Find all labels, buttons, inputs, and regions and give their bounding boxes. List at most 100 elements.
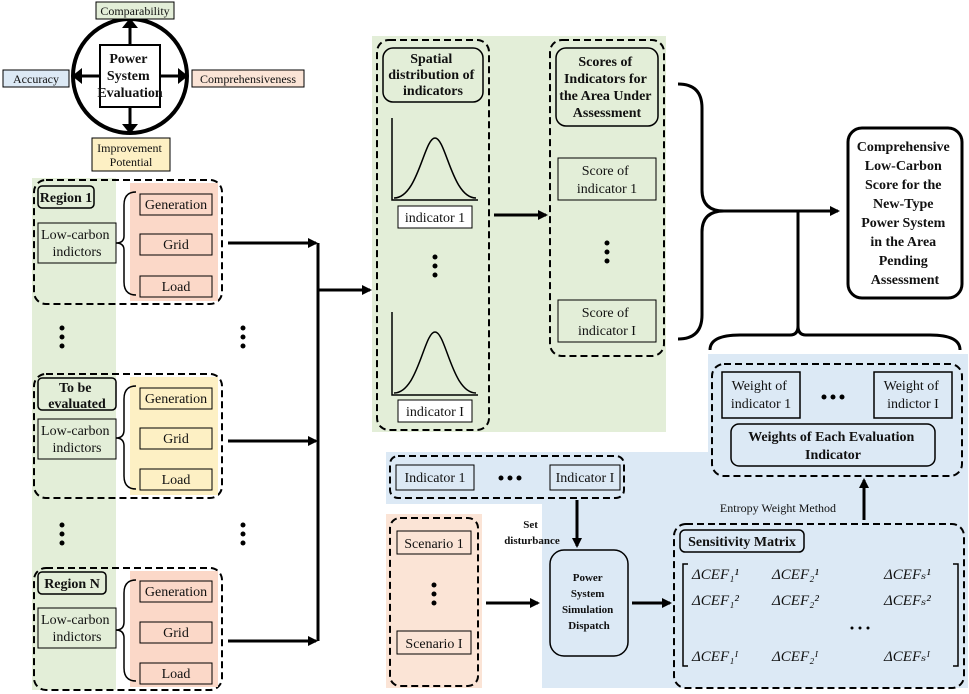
dispatch-2: System <box>571 588 605 600</box>
region-1-indicator-2: indictors <box>53 245 102 260</box>
svg-text:Low-carbon indictors: Low-carbon indictors <box>41 424 113 456</box>
result-6: in the Area <box>870 235 936 250</box>
region-n-title: Region N <box>44 577 100 592</box>
region-evaluated: To be evaluated Low-carbon indictors Gen… <box>33 373 223 499</box>
result-7: Pending <box>879 254 928 269</box>
compass-top: Comparability <box>100 4 169 18</box>
region-evaluated-indicator-1: Low-carbon <box>41 424 109 439</box>
region-1-item-2: Grid <box>163 238 189 253</box>
svg-text:Power System Evalu: Power System Evaluation <box>97 52 163 101</box>
region-n-indicator-2: indictors <box>53 630 102 645</box>
ellipsis-dots-left <box>59 325 246 546</box>
spatial-last: indicator I <box>406 405 464 420</box>
weights-title-1: Weights of Each Evaluation <box>748 430 914 445</box>
region-evaluated-indicator-2: indictors <box>53 441 102 456</box>
weight-first-1: Weight of <box>732 379 788 394</box>
score-last-1: Score of <box>582 306 629 321</box>
region-evaluated-item-2: Grid <box>163 432 189 447</box>
weight-first-2: indicator 1 <box>731 397 791 412</box>
result-1: Comprehensive <box>857 140 950 155</box>
score-first-2: indicator 1 <box>577 182 637 197</box>
region-n-indicator-1: Low-carbon <box>41 613 109 628</box>
scenario-column: Scenario 1 Scenario I <box>389 517 479 687</box>
region-evaluated-title-1: To be <box>59 381 92 396</box>
region-1-title: Region 1 <box>40 191 93 206</box>
compass-center-1: Power <box>109 52 147 67</box>
spatial-title-1: Spatial <box>410 52 452 67</box>
region-evaluated-item-3: Load <box>162 473 191 488</box>
svg-text:Low-carbon indictors: Low-carbon indictors <box>41 613 113 645</box>
scenario-first: Scenario 1 <box>404 537 463 552</box>
sensitivity-title: Sensitivity Matrix <box>688 535 796 550</box>
compass-bottom-2: Potential <box>110 155 153 169</box>
spatial-title-3: indicators <box>403 84 463 99</box>
scenario-last: Scenario I <box>405 637 462 652</box>
result-box: Comprehensive Low-Carbon Score for the N… <box>846 126 964 300</box>
svg-text:Spatial distribution of: Spatial distribution of indicators <box>388 52 477 99</box>
compass-bottom-1: Improvement <box>97 141 162 155</box>
dispatch-3: Simulation <box>562 604 613 616</box>
region-evaluated-title-2: evaluated <box>48 397 106 412</box>
scores-title-4: Assessment <box>573 106 642 121</box>
compass-center-3: Evaluation <box>97 86 163 101</box>
region-n: Region N Low-carbon indictors Generation… <box>33 567 223 691</box>
collector-arrows <box>228 238 372 646</box>
disturbance-label-1: Set <box>523 519 538 531</box>
svg-text:Weights of Each Evaluation: Weights of Each Evaluation Indicator <box>748 430 918 463</box>
matrix-cell-3-1: ΔCEF₁ᴵ <box>691 649 738 665</box>
matrix-cell-1-3: ΔCEFₛ¹ <box>883 567 931 583</box>
score-first-1: Score of <box>582 164 629 179</box>
svg-text:Score of indicator I: Score of indicator I <box>578 306 636 339</box>
region-evaluated-item-1: Generation <box>145 392 207 407</box>
region-1-item-1: Generation <box>145 198 207 213</box>
matrix-cell-2-3: ΔCEFₛ² <box>883 593 931 609</box>
spatial-first: indicator 1 <box>405 211 465 226</box>
disturbance-label-2: disturbance <box>504 535 560 547</box>
svg-text:Power System Simul: Power System Simulation Dispatch <box>562 572 616 632</box>
svg-text:Scores of Indicators for: Scores of Indicators for the Area Under … <box>559 55 655 121</box>
svg-text:Improvement Potential: Improvement Potential <box>97 141 165 169</box>
matrix-cell-1-2: ΔCEF₂¹ <box>771 567 819 583</box>
weight-last-2: indictor I <box>887 397 939 412</box>
score-last-2: indicator I <box>578 324 636 339</box>
result-5: Power System <box>861 216 945 231</box>
compass-right: Comprehensiveness <box>200 72 296 86</box>
svg-text:Low-carbon indictors: Low-carbon indictors <box>41 228 113 260</box>
dispatch-box: Power System Simulation Dispatch <box>549 549 629 657</box>
indicator-row: Indicator 1 Indicator I <box>389 455 625 499</box>
spatial-title-2: distribution of <box>388 68 474 83</box>
evaluation-compass: Power System Evaluation Comparability Ac… <box>2 1 305 172</box>
dispatch-4: Dispatch <box>568 620 610 632</box>
matrix-cell-2-1: ΔCEF₁² <box>691 593 739 609</box>
dispatch-1: Power <box>573 572 603 584</box>
scores-title-2: Indicators for <box>564 72 647 87</box>
svg-text:Weight of indictor I: Weight of indictor I <box>884 379 943 412</box>
spatial-column: Spatial distribution of indicators indic… <box>376 39 490 431</box>
svg-text:Comprehensive Low-Carbon: Comprehensive Low-Carbon Score for the N… <box>857 140 954 288</box>
result-3: Score for the <box>865 178 941 193</box>
result-4: New-Type <box>873 197 933 212</box>
region-1-item-3: Load <box>162 280 191 295</box>
region-n-item-2: Grid <box>163 626 189 641</box>
compass-center-2: System <box>107 69 150 84</box>
svg-text:Set disturbance: Set disturbance <box>504 519 560 547</box>
weight-last-1: Weight of <box>884 379 940 394</box>
weights-title-2: Indicator <box>805 448 861 463</box>
result-2: Low-Carbon <box>865 159 942 174</box>
indicator-row-last: Indicator I <box>556 471 615 486</box>
region-n-item-1: Generation <box>145 585 207 600</box>
region-1: Region 1 Low-carbon indictors Generation… <box>33 179 223 305</box>
region-n-item-3: Load <box>162 667 191 682</box>
region-1-indicator-1: Low-carbon <box>41 228 109 243</box>
matrix-cell-3-2: ΔCEF₂ᴵ <box>771 649 818 665</box>
svg-text:Score of indicator 1: Score of indicator 1 <box>577 164 637 197</box>
entropy-label: Entropy Weight Method <box>720 501 836 515</box>
matrix-cell-3-3: ΔCEFₛᴵ <box>883 649 930 665</box>
scores-title-3: the Area Under <box>559 89 651 104</box>
weights-panel: Weight of indicator 1 Weight of indictor… <box>711 363 963 477</box>
svg-text:Weight of indicator 1: Weight of indicator 1 <box>731 379 791 412</box>
scores-title-1: Scores of <box>578 55 632 70</box>
svg-text:To be evaluated: To be evaluated <box>48 381 106 412</box>
result-8: Assessment <box>871 273 940 288</box>
